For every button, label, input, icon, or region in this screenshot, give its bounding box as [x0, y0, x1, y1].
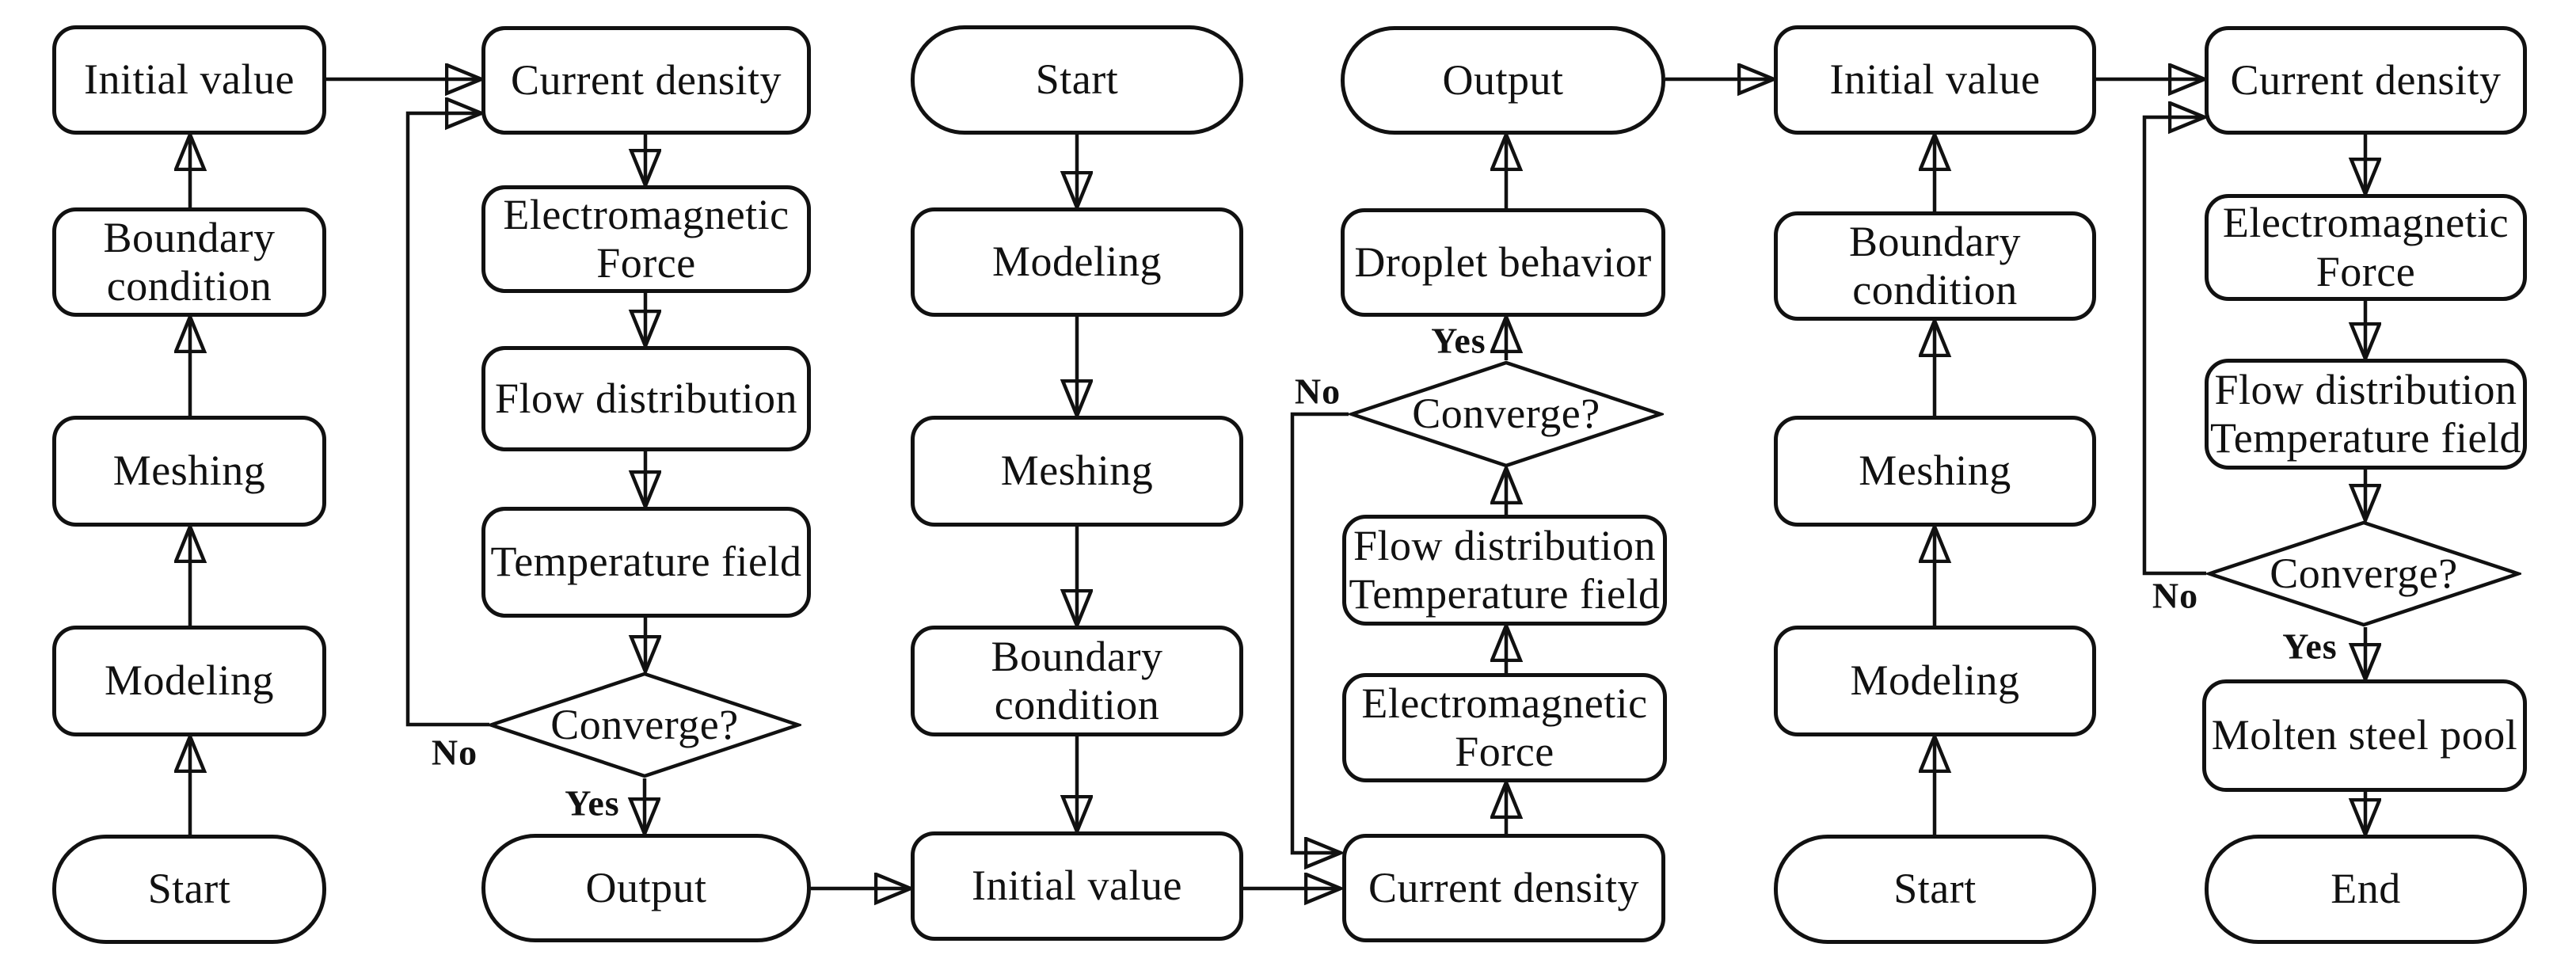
node-c4-converge-decision: Converge? [1349, 360, 1664, 468]
node-label: Modeling [105, 656, 274, 705]
node-c2-flow-distribution: Flow distribution [481, 346, 811, 451]
node-c5-meshing: Meshing [1774, 416, 2096, 527]
node-label: Converge? [2270, 549, 2458, 597]
edge-label-c2-yes: Yes [565, 782, 620, 824]
node-label: Output [1442, 55, 1564, 104]
node-c2-electromagnetic-force: Electromagnetic Force [481, 185, 811, 293]
node-label: Initial value [84, 55, 295, 104]
node-label: Electromagnetic Force [503, 190, 790, 287]
node-label: Current density [2230, 55, 2502, 104]
node-c5-boundary-condition: Boundary condition [1774, 211, 2096, 321]
node-label: Meshing [112, 447, 266, 495]
node-c1-initial-value: Initial value [52, 25, 326, 135]
node-label: Initial value [972, 862, 1182, 910]
node-c3-initial-value: Initial value [911, 831, 1243, 941]
edge-label-c6-no: No [2152, 575, 2199, 616]
node-c1-modeling: Modeling [52, 626, 326, 736]
node-label: Start [1893, 865, 1977, 913]
node-c6-current-density: Current density [2205, 26, 2527, 135]
node-label: Converge? [1412, 390, 1600, 438]
node-c5-start: Start [1774, 835, 2096, 944]
node-c2-converge-decision: Converge? [488, 672, 801, 778]
node-label: Flow distribution [494, 374, 798, 422]
edge-label-c4-yes: Yes [1431, 320, 1486, 361]
diamond-shape [1349, 360, 1664, 468]
node-c3-meshing: Meshing [911, 416, 1243, 527]
node-c5-initial-value: Initial value [1774, 25, 2096, 135]
node-label: Modeling [992, 238, 1162, 286]
edge-c2-converge-no-loop [405, 113, 489, 727]
node-c6-converge-decision: Converge? [2206, 520, 2521, 627]
node-c5-modeling: Modeling [1774, 626, 2096, 736]
node-label: Electromagnetic Force [2222, 199, 2509, 295]
node-c6-end: End [2205, 835, 2527, 944]
node-c3-start: Start [911, 25, 1243, 135]
node-label: Boundary condition [1849, 217, 2021, 314]
edge-c4-converge-no-loop [1290, 412, 1349, 853]
edge-label-c6-yes: Yes [2282, 626, 2338, 667]
diamond-shape [2206, 520, 2521, 627]
node-label: Meshing [1859, 447, 2011, 495]
node-label: Current density [1368, 863, 1639, 911]
node-label: End [2331, 865, 2401, 913]
node-c2-temperature-field: Temperature field [481, 507, 811, 618]
node-c6-electromagnetic-force: Electromagnetic Force [2205, 194, 2527, 301]
node-label: Modeling [1850, 656, 2020, 705]
node-label: Start [1035, 55, 1119, 104]
node-c6-flow-temperature: Flow distribution Temperature field [2205, 359, 2527, 470]
node-label: Meshing [1000, 447, 1154, 495]
node-c4-droplet-behavior: Droplet behavior [1341, 208, 1665, 317]
node-label: Droplet behavior [1354, 238, 1652, 286]
node-c3-boundary-condition: Boundary condition [911, 626, 1243, 736]
node-c4-output: Output [1341, 26, 1665, 135]
node-c1-boundary-condition: Boundary condition [52, 207, 326, 317]
edge-label-c4-no: No [1294, 371, 1341, 412]
node-c4-electromagnetic-force: Electromagnetic Force [1342, 673, 1667, 782]
node-label: Flow distribution Temperature field [2209, 365, 2521, 462]
node-label: Output [585, 863, 707, 911]
node-label: Electromagnetic Force [1361, 679, 1648, 775]
diamond-shape [488, 672, 801, 778]
node-label: Temperature field [490, 538, 802, 586]
node-c3-modeling: Modeling [911, 207, 1243, 317]
node-c2-current-density: Current density [481, 26, 811, 135]
node-c1-start: Start [52, 835, 326, 944]
node-label: Molten steel pool [2211, 711, 2518, 759]
node-label: Converge? [550, 700, 739, 748]
node-label: Start [147, 865, 231, 913]
node-c4-flow-temperature: Flow distribution Temperature field [1342, 515, 1667, 626]
node-label: Current density [511, 55, 782, 104]
node-label: Flow distribution Temperature field [1349, 521, 1661, 618]
node-label: Initial value [1829, 55, 2041, 104]
node-label: Boundary condition [103, 213, 276, 310]
node-c2-output: Output [481, 834, 811, 942]
node-label: Boundary condition [991, 632, 1163, 729]
edge-label-c2-no: No [431, 732, 478, 773]
node-c6-molten-steel-pool: Molten steel pool [2202, 679, 2527, 792]
node-c1-meshing: Meshing [52, 416, 326, 527]
edge-c6-converge-no-loop [2142, 117, 2206, 576]
node-c4-current-density: Current density [1342, 834, 1665, 942]
